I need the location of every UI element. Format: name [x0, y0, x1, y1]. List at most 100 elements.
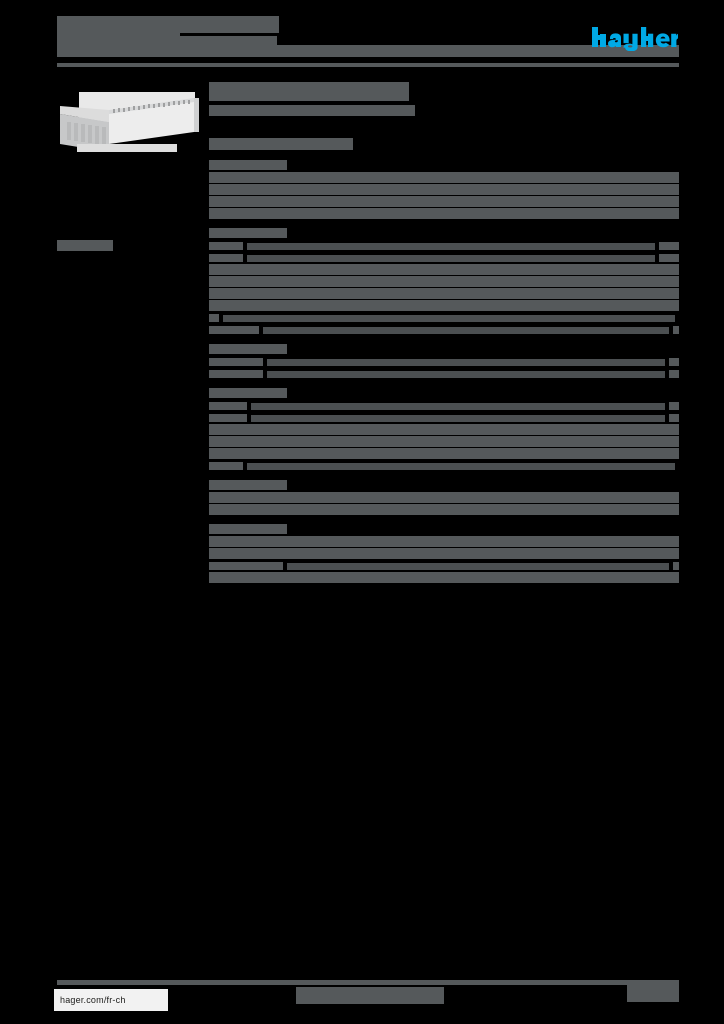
- spec-row-label: [209, 562, 283, 570]
- spec-row: [209, 424, 679, 435]
- spec-row-value: [669, 402, 679, 410]
- spec-row-label: [209, 290, 253, 298]
- spec-section-caption: [209, 160, 287, 170]
- spec-row: [209, 548, 679, 559]
- spec-row: [209, 536, 679, 547]
- spec-row-leader: [257, 175, 675, 182]
- spec-row-label: [209, 242, 243, 250]
- spec-row-label: [209, 450, 253, 458]
- spec-row-leader: [247, 243, 655, 250]
- spec-row: [209, 172, 679, 183]
- spec-row: [209, 276, 679, 287]
- document-subtitle-line-2: [57, 45, 679, 57]
- spec-row: [209, 492, 679, 503]
- spec-row-label: [209, 174, 253, 182]
- page-footer: [0, 975, 724, 1024]
- spec-row-label: [209, 302, 253, 310]
- spec-row-leader: [267, 371, 665, 378]
- spec-row: [209, 324, 679, 335]
- spec-row: [209, 356, 679, 367]
- page-header: [0, 0, 724, 72]
- spec-section: [209, 228, 679, 335]
- spec-row-label: [209, 266, 253, 274]
- spec-row-leader: [287, 575, 675, 582]
- spec-row-label: [209, 438, 253, 446]
- spec-row-leader: [243, 199, 675, 206]
- main-content: [209, 82, 679, 584]
- spec-row-leader: [251, 403, 665, 410]
- spec-row-label: [209, 326, 259, 334]
- spec-row-leader: [257, 291, 675, 298]
- spec-row: [209, 572, 679, 583]
- spec-row-value: [669, 370, 679, 378]
- spec-row: [209, 264, 679, 275]
- spec-row-label: [209, 414, 247, 422]
- spec-row-value: [673, 562, 679, 570]
- spec-row-leader: [257, 551, 669, 558]
- spec-row-leader: [257, 303, 675, 310]
- spec-row: [209, 312, 679, 323]
- spec-row: [209, 184, 679, 195]
- product-heading-sub: [209, 105, 415, 116]
- spec-row-label: [209, 574, 283, 582]
- spec-section-caption: [209, 480, 287, 490]
- spec-section: [209, 160, 679, 219]
- spec-row-value: [669, 414, 679, 422]
- spec-section: [209, 344, 679, 379]
- spec-row: [209, 368, 679, 379]
- spec-row-value: [659, 242, 679, 250]
- document-subtitle-line-1: [136, 36, 277, 45]
- spec-row-leader: [247, 463, 675, 470]
- spec-row-label: [209, 186, 253, 194]
- spec-row-leader: [247, 255, 655, 262]
- spec-row: [209, 436, 679, 447]
- spec-row-label: [209, 462, 243, 470]
- sidebar: [57, 240, 203, 251]
- spec-row: [209, 196, 679, 207]
- header-divider: [57, 63, 679, 67]
- spec-row-leader: [257, 267, 675, 274]
- spec-row-value: [669, 358, 679, 366]
- specification-table: [209, 160, 679, 583]
- spec-row: [209, 240, 679, 251]
- spec-row-leader: [257, 279, 675, 286]
- footer-divider: [57, 980, 679, 985]
- footer-website-url[interactable]: hager.com/fr-ch: [54, 989, 168, 1011]
- spec-row-label: [209, 254, 243, 262]
- spec-row-label: [209, 198, 239, 206]
- spec-row: [209, 400, 679, 411]
- product-photo: [57, 82, 203, 160]
- spec-row-leader: [253, 495, 675, 502]
- spec-row-value: [659, 254, 679, 262]
- spec-row-label: [209, 550, 253, 558]
- spec-row-label: [209, 370, 263, 378]
- spec-row-leader: [257, 451, 675, 458]
- document-title-line-2: [57, 30, 180, 45]
- spec-row-leader: [257, 211, 675, 218]
- spec-section-caption: [209, 524, 287, 534]
- spec-row: [209, 300, 679, 311]
- spec-row: [209, 460, 679, 471]
- spec-row-value: [673, 550, 679, 558]
- product-heading: [209, 82, 409, 101]
- spec-row-leader: [267, 359, 665, 366]
- spec-row: [209, 412, 679, 423]
- spec-row-label: [209, 402, 247, 410]
- spec-row: [209, 288, 679, 299]
- spec-section: [209, 480, 679, 515]
- spec-row-label: [209, 426, 253, 434]
- spec-row-value: [673, 326, 679, 334]
- spec-row-label: [209, 358, 263, 366]
- spec-row-label: [209, 494, 249, 502]
- spec-row: [209, 504, 679, 515]
- spec-section-caption: [209, 344, 287, 354]
- hager-logo[interactable]: [592, 27, 678, 51]
- spec-row: [209, 208, 679, 219]
- spec-section-caption: [209, 228, 287, 238]
- spec-row-label: [209, 506, 249, 514]
- spec-row: [209, 252, 679, 263]
- spec-row: [209, 560, 679, 571]
- spec-row-leader: [223, 315, 675, 322]
- spec-row-leader: [253, 507, 675, 514]
